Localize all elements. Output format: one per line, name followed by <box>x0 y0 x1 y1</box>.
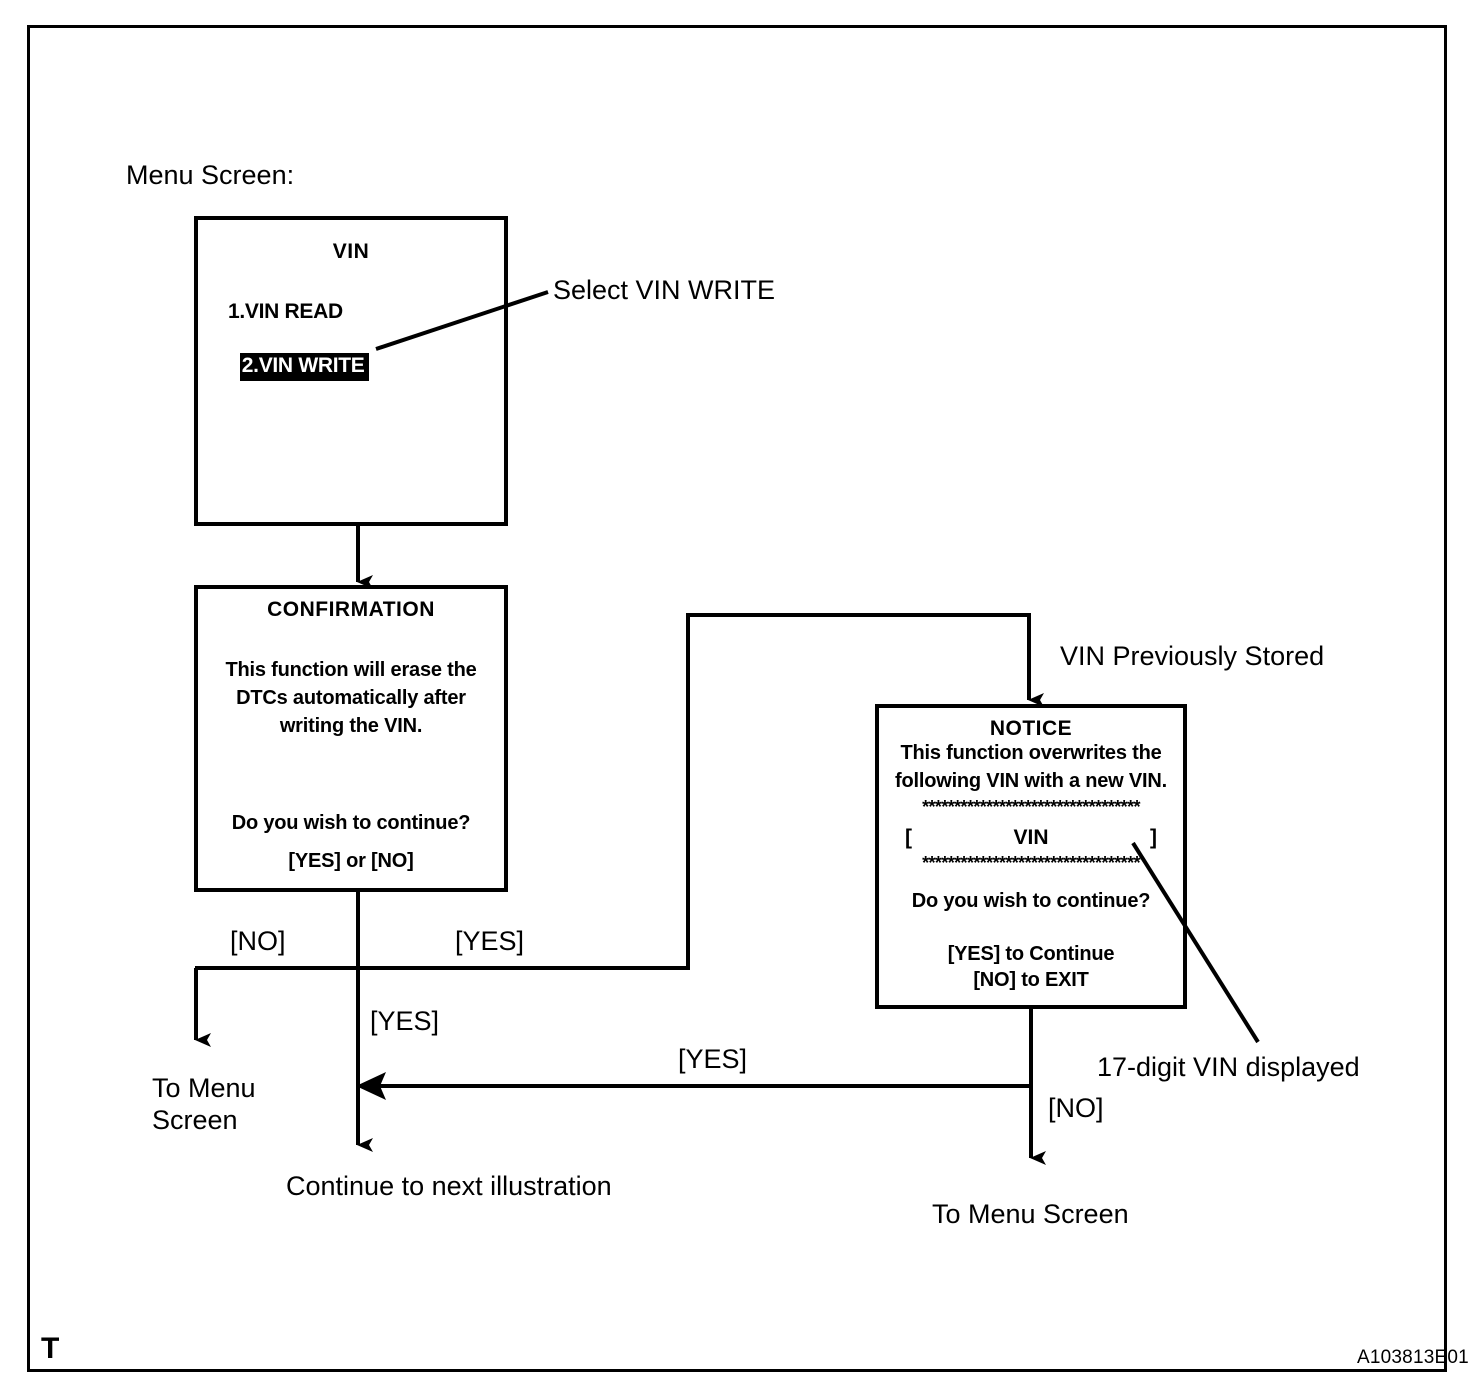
notice-vin-bracket-open: [ <box>905 826 912 849</box>
confirmation-options: [YES] or [NO] <box>288 850 414 872</box>
figure-id: A103813E01 <box>1357 1347 1469 1368</box>
notice-option-yes: [YES] to Continue <box>947 943 1115 965</box>
annotation-vin-previously-stored: VIN Previously Stored <box>1060 641 1325 671</box>
flow-label-confirmation-yes-down: [YES] <box>370 1006 440 1036</box>
flow-label-confirmation-no: [NO] <box>230 926 286 956</box>
vin-menu-box-outline <box>194 216 508 526</box>
menu-item-vin-write-wrapper[interactable]: 2.VIN WRITE <box>222 335 369 399</box>
annotation-select-vin-write: Select VIN WRITE <box>553 275 776 305</box>
notice-vin-placeholder: VIN <box>1013 826 1049 849</box>
notice-body-line-1: This function overwrites the <box>900 742 1162 764</box>
confirmation-body-line-3: writing the VIN. <box>279 715 423 737</box>
notice-title: NOTICE <box>989 717 1073 740</box>
leader-line-vin-digits <box>1131 841 1260 1044</box>
notice-separator-top: ********************************** <box>922 797 1140 817</box>
terminal-to-menu-screen-left-line1: To Menu <box>152 1073 256 1103</box>
flow-label-notice-yes: [YES] <box>678 1044 748 1074</box>
confirmation-question: Do you wish to continue? <box>231 812 471 834</box>
vin-menu-title: VIN <box>332 240 370 263</box>
notice-option-no: [NO] to EXIT <box>973 969 1089 991</box>
confirmation-body-line-2: DTCs automatically after <box>236 687 466 709</box>
notice-body-line-2: following VIN with a new VIN. <box>895 770 1167 792</box>
annotation-vin-digits: 17-digit VIN displayed <box>1097 1052 1360 1082</box>
menu-item-vin-read[interactable]: 1.VIN READ <box>228 300 343 323</box>
terminal-to-menu-screen-left-line2: Screen <box>152 1105 238 1135</box>
notice-question: Do you wish to continue? <box>911 890 1151 912</box>
notice-vin-bracket-close: ] <box>1149 826 1157 849</box>
confirmation-body-line-1: This function will erase the <box>225 659 477 681</box>
notice-separator-bottom: ********************************** <box>922 853 1140 873</box>
corner-mark: T <box>41 1332 60 1365</box>
confirmation-title: CONFIRMATION <box>267 598 435 621</box>
arrowhead-notice-yes-return <box>356 1072 386 1100</box>
notice-vin-field: [ VIN ] <box>905 826 1157 850</box>
flow-label-notice-no: [NO] <box>1048 1093 1104 1123</box>
terminal-to-menu-screen-right: To Menu Screen <box>932 1199 1129 1229</box>
terminal-continue-next-illustration: Continue to next illustration <box>286 1171 612 1201</box>
flow-label-confirmation-yes-right: [YES] <box>455 926 525 956</box>
page-frame <box>27 25 1447 1372</box>
page-title: Menu Screen: <box>126 160 295 190</box>
leader-line-select-vin-write <box>375 290 549 351</box>
confirmation-box-outline <box>194 585 508 892</box>
menu-item-vin-write[interactable]: 2.VIN WRITE <box>239 353 369 381</box>
